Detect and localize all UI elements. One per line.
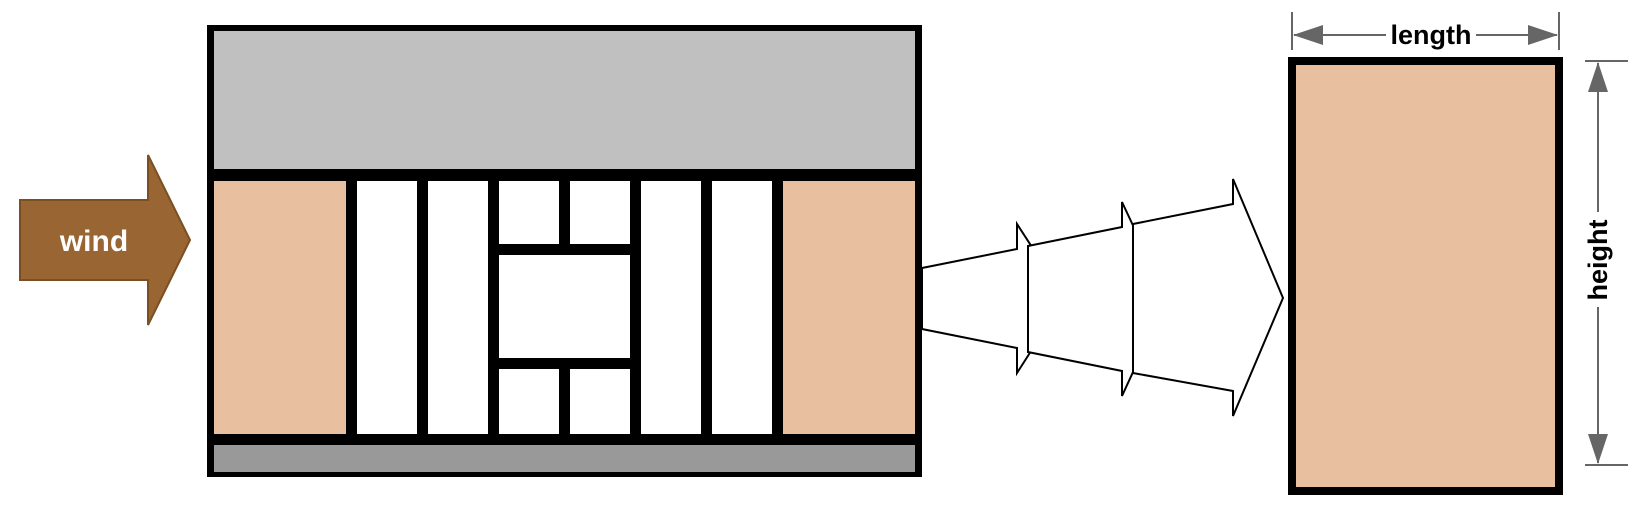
opening-lower-right	[570, 369, 630, 434]
wind-arrow-icon	[19, 154, 192, 326]
length-label: length	[1391, 20, 1472, 50]
projection-chevrons-icon	[1132, 178, 1285, 417]
wind-arrow: wind	[19, 154, 192, 326]
stud-bay	[712, 181, 772, 434]
height-arrowhead-bottom-icon	[1588, 434, 1608, 464]
height-dimension: height	[1583, 60, 1628, 466]
length-arrowhead-left-icon	[1293, 25, 1323, 45]
projection-arrows	[921, 178, 1285, 417]
height-arrowhead-top-icon	[1588, 62, 1608, 92]
projected-panel-rect	[1288, 57, 1563, 495]
opening-center	[499, 255, 630, 358]
stud-bay	[641, 181, 701, 434]
wind-label: wind	[59, 225, 128, 258]
right-sheathing-panel	[783, 181, 915, 434]
height-label: height	[1583, 220, 1613, 301]
length-arrowhead-right-icon	[1528, 25, 1558, 45]
stud-bay	[428, 181, 488, 434]
stud-bay	[357, 181, 417, 434]
projected-panel	[1288, 57, 1563, 495]
roof-panel	[214, 31, 915, 169]
base-plate	[214, 445, 915, 472]
wall-frame	[207, 25, 922, 477]
length-dimension: length	[1291, 12, 1560, 50]
opening-upper-right	[570, 181, 630, 244]
opening-upper-left	[499, 181, 559, 244]
left-sheathing-panel	[214, 181, 346, 434]
opening-lower-left	[499, 369, 559, 434]
